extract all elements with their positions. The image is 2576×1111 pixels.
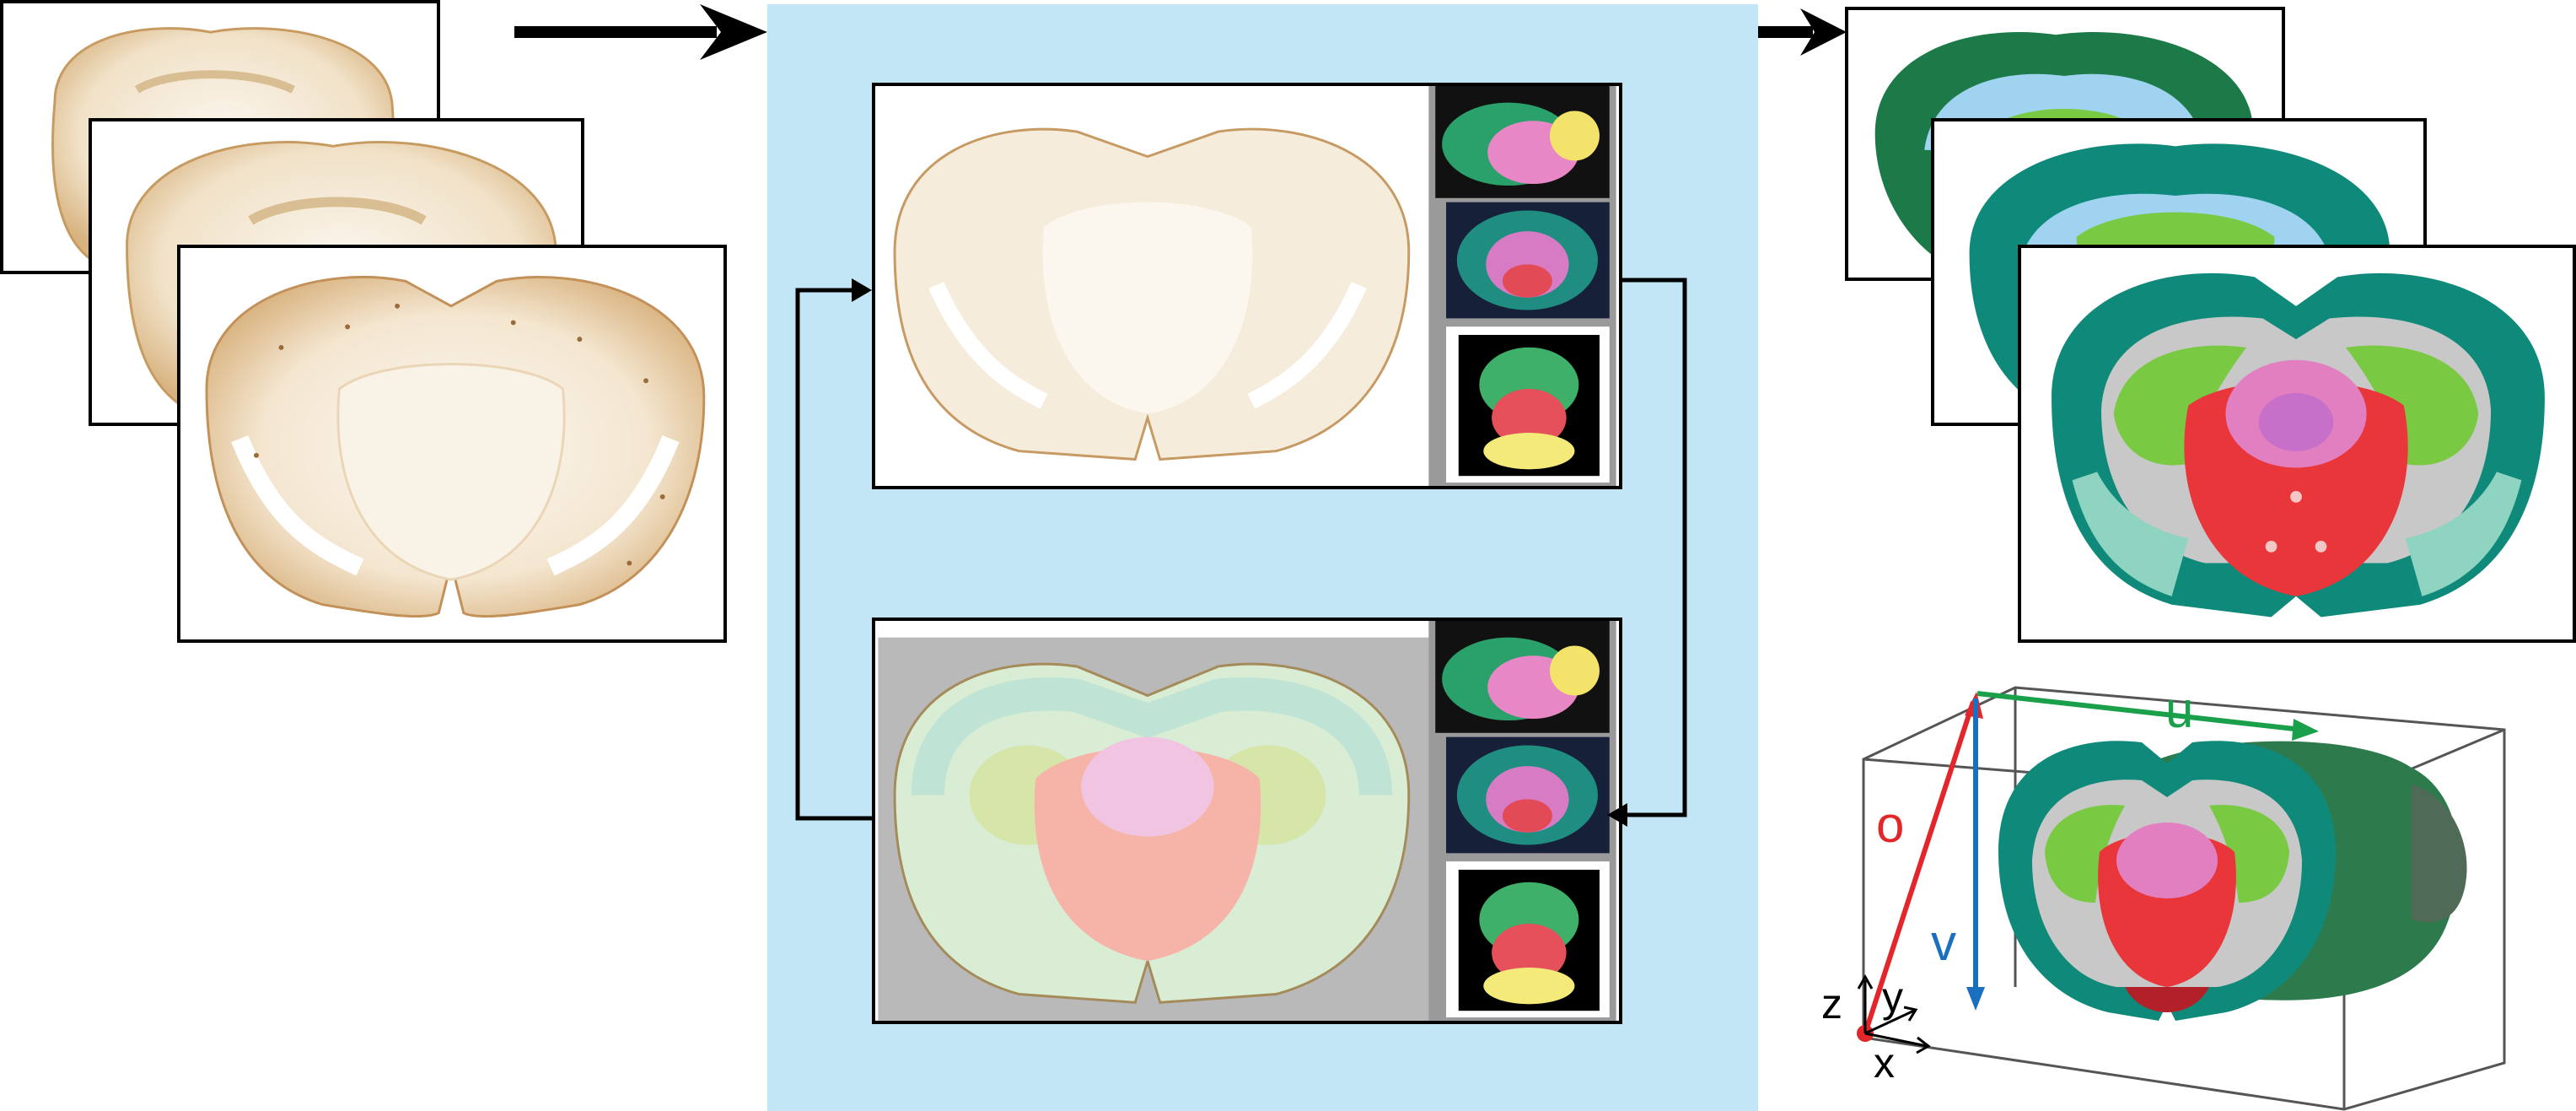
volume-3d-diagram (1857, 686, 2506, 1111)
label-u: u (2165, 682, 2194, 738)
axes-icon (1857, 973, 1931, 1054)
label-y: y (1882, 973, 1903, 1021)
software-view-top (872, 83, 1622, 489)
stained-section-image (205, 275, 706, 618)
vector-arrow-icon (1863, 701, 1976, 1034)
software-screenshot (878, 621, 1616, 1021)
flow-arrow-icon (1758, 8, 1847, 56)
software-view-bottom (872, 618, 1622, 1024)
label-o: o (1876, 796, 1905, 853)
atlas-section-image (2052, 272, 2545, 618)
label-z: z (1821, 980, 1842, 1027)
loop-arrow-icon (795, 278, 1687, 827)
software-screenshot (878, 86, 1616, 486)
input-section-3 (177, 245, 727, 643)
flow-arrow-icon (514, 4, 767, 60)
atlas-section-3 (2018, 245, 2576, 643)
label-v: v (1931, 914, 1956, 971)
label-x: x (1874, 1039, 1895, 1087)
